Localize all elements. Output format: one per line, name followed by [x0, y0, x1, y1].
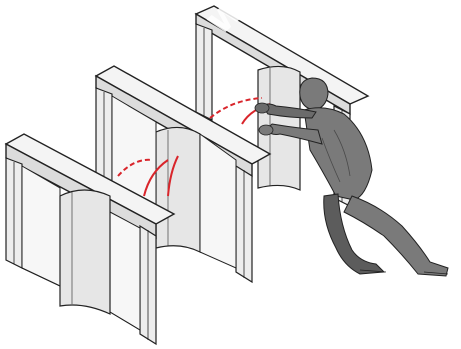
person-pushing-figure	[254, 77, 449, 277]
gate-back	[194, 5, 370, 207]
gate-front	[4, 133, 176, 346]
gate-middle	[94, 65, 272, 284]
door-swing-arcs	[117, 97, 271, 197]
